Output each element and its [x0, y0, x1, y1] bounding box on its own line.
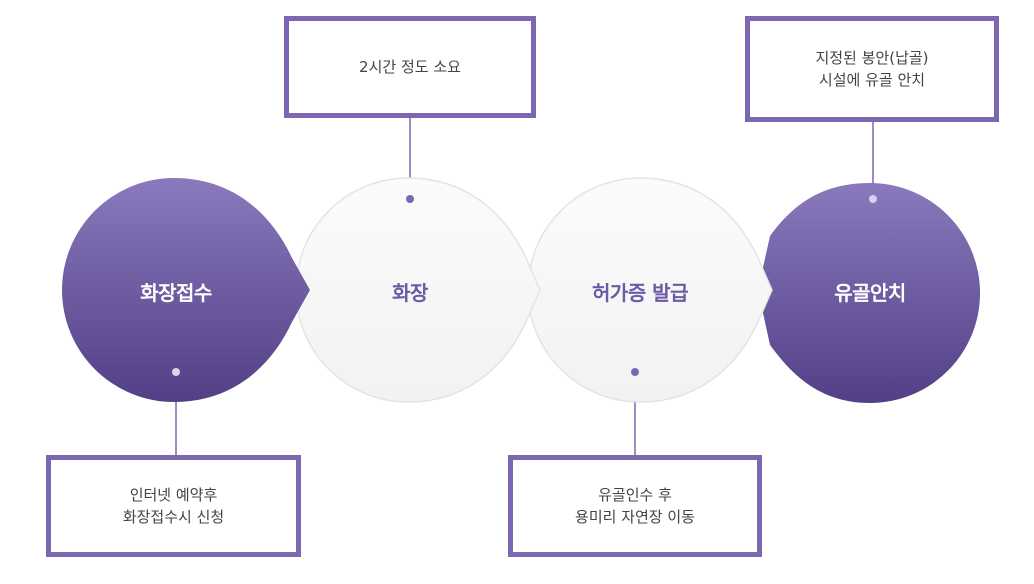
step-shape-permit: [527, 177, 773, 403]
note-permit: 유골인수 후 용미리 자연장 이동: [508, 455, 762, 557]
note-reception: 인터넷 예약후 화장접수시 신청: [46, 455, 301, 557]
step-shape-enshrine: [758, 182, 981, 403]
step-label-reception: 화장접수: [140, 281, 212, 305]
note-enshrine-line-1: 지정된 봉안(납골): [815, 49, 929, 67]
step-label-enshrine: 유골안치: [834, 281, 906, 305]
step-shape-cremation: [295, 177, 541, 403]
marker-dot-reception: [172, 368, 180, 376]
note-cremation-line-1: 2시간 정도 소요: [359, 58, 461, 76]
marker-dot-permit: [631, 368, 639, 376]
step-shape-reception: [62, 178, 310, 402]
step-label-cremation: 화장: [392, 281, 428, 305]
note-enshrine-line-2: 시설에 유골 안치: [818, 71, 926, 89]
note-reception-line-1: 인터넷 예약후: [129, 486, 218, 504]
note-permit-line-2: 용미리 자연장 이동: [575, 508, 695, 526]
marker-dot-cremation: [406, 195, 414, 203]
note-permit-line-1: 유골인수 후: [598, 486, 672, 504]
marker-dot-enshrine: [869, 195, 877, 203]
note-reception-line-2: 화장접수시 신청: [122, 508, 225, 526]
note-enshrine: 지정된 봉안(납골) 시설에 유골 안치: [745, 16, 999, 122]
note-cremation: 2시간 정도 소요: [284, 16, 536, 118]
step-label-permit: 허가증 발급: [592, 281, 688, 305]
